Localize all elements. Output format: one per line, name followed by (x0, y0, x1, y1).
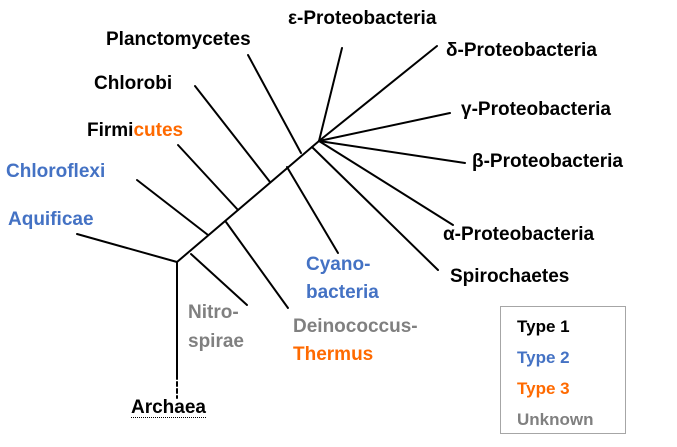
label-archaea: Archaea (131, 397, 206, 418)
label-aquificae: Aquificae (8, 209, 94, 230)
firmicutes-branch (177, 144, 239, 211)
nitrospirae-branch (190, 253, 248, 306)
legend-type-1: Type 1 (517, 317, 570, 336)
gamma-branch (318, 112, 451, 142)
label-epsilon-proteobacteria: ε-Proteobacteria (288, 8, 437, 29)
label-cyanobacteria-line1: Cyano- (306, 254, 371, 275)
label-firmicutes-type1-part: Firmi (87, 120, 134, 141)
epsilon-branch (318, 47, 343, 142)
delta-branch (318, 45, 438, 142)
label-gamma-proteobacteria: γ-Proteobacteria (461, 99, 611, 120)
label-chloroflexi: Chloroflexi (6, 161, 106, 182)
label-firmicutes: Firmicutes (87, 120, 183, 142)
backbone-branch (176, 140, 320, 263)
label-spirochaetes: Spirochaetes (450, 266, 570, 287)
label-planctomycetes: Planctomycetes (106, 29, 251, 50)
planctomycetes-branch (247, 54, 302, 154)
legend: Type 1 Type 2 Type 3 Unknown (500, 306, 626, 434)
legend-type-2: Type 2 (517, 348, 570, 367)
beta-branch (318, 140, 466, 164)
label-firmicutes-type3-part: cutes (133, 120, 184, 141)
label-nitrospirae-line1: Nitro- (188, 302, 239, 323)
chloroflexi-branch (136, 179, 209, 236)
label-alpha-proteobacteria: α-Proteobacteria (443, 224, 595, 245)
legend-type-3: Type 3 (517, 379, 570, 398)
aquificae-branch (76, 233, 178, 263)
spirochaetes-branch (311, 146, 439, 271)
label-deinococcus: Deinococcus- (293, 316, 418, 337)
label-delta-proteobacteria: δ-Proteobacteria (446, 40, 597, 61)
label-beta-proteobacteria: β-Proteobacteria (472, 151, 623, 172)
label-nitrospirae-line2: spirae (188, 331, 244, 352)
label-cyanobacteria-line2: bacteria (306, 282, 379, 303)
label-chlorobi: Chlorobi (94, 73, 173, 94)
label-thermus: Thermus (293, 344, 374, 365)
chlorobi-branch (194, 85, 271, 183)
deinococcus-branch (225, 221, 289, 309)
legend-unknown: Unknown (517, 410, 594, 429)
alpha-branch (318, 140, 454, 226)
cyanobacteria-branch (286, 166, 339, 254)
